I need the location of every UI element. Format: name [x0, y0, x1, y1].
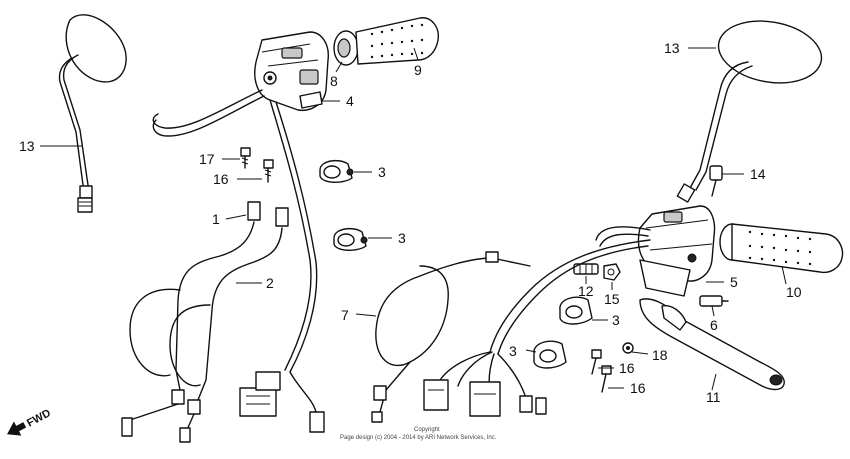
callout-12: 12: [578, 283, 594, 299]
right-mirror[interactable]: [676, 13, 826, 203]
callout-16-bottom: 16: [630, 380, 646, 396]
callout-7: 7: [341, 307, 349, 323]
left-mirror[interactable]: [58, 14, 127, 213]
bolt-17[interactable]: [240, 147, 251, 169]
brake-switch-6[interactable]: [699, 295, 729, 307]
fwd-arrow-icon: [7, 421, 27, 436]
callout-16-mid: 16: [619, 360, 635, 376]
callout-17: 17: [199, 151, 215, 167]
right-switch-harness: [423, 239, 651, 417]
callout-3-right: 3: [612, 312, 620, 328]
nut-15[interactable]: [603, 263, 621, 281]
bolt-14[interactable]: [709, 165, 723, 197]
leader-lines: [40, 47, 787, 391]
callout-18: 18: [652, 347, 668, 363]
bolt-18[interactable]: [622, 342, 634, 354]
callout-8: 8: [330, 73, 338, 89]
copyright: Copyright Page design (c) 2004 - 2014 by…: [340, 427, 497, 441]
callout-1: 1: [212, 211, 220, 227]
bolt-12[interactable]: [573, 263, 599, 275]
clamp-top[interactable]: [319, 159, 354, 183]
callout-11: 11: [706, 389, 721, 405]
callout-6: 6: [710, 317, 718, 333]
clamp-right[interactable]: [559, 296, 593, 325]
callout-3-top: 3: [378, 164, 386, 180]
clamp-bottom[interactable]: [533, 340, 567, 369]
fwd-arrow: FWD: [7, 407, 53, 436]
callouts: 13 8 9 4 17 16 3 1 3 2 13 14 5 10 12 15 …: [19, 40, 802, 405]
callout-15: 15: [604, 291, 620, 307]
bolt-16-bottom[interactable]: [601, 365, 612, 393]
fwd-label: FWD: [25, 407, 53, 429]
callout-5: 5: [730, 274, 738, 290]
callout-9: 9: [414, 62, 422, 78]
left-grip[interactable]: [333, 17, 439, 66]
callout-10: 10: [786, 284, 802, 300]
clamp-mid[interactable]: [333, 227, 368, 251]
callout-3-mid: 3: [398, 230, 406, 246]
copyright-line2: Page design (c) 2004 - 2014 by ARI Netwo…: [340, 435, 497, 441]
callout-4: 4: [346, 93, 354, 109]
callout-3-bottom: 3: [509, 343, 517, 359]
left-switch-housing[interactable]: [254, 31, 329, 112]
callout-14: 14: [750, 166, 766, 182]
throttle-cable[interactable]: [371, 251, 531, 423]
callout-2: 2: [266, 275, 274, 291]
bolt-16-top[interactable]: [263, 159, 274, 183]
cable-assembly-left[interactable]: [121, 201, 289, 443]
copyright-line1: Copyright: [414, 427, 440, 433]
brake-lever[interactable]: [639, 298, 785, 391]
right-grip[interactable]: [719, 223, 844, 274]
callout-13-left: 13: [19, 138, 35, 154]
callout-16-top: 16: [213, 171, 229, 187]
left-switch-harness: [152, 89, 325, 433]
bolt-16-mid[interactable]: [591, 349, 602, 375]
right-switch-housing[interactable]: [595, 205, 716, 297]
callout-13-right: 13: [664, 40, 680, 56]
